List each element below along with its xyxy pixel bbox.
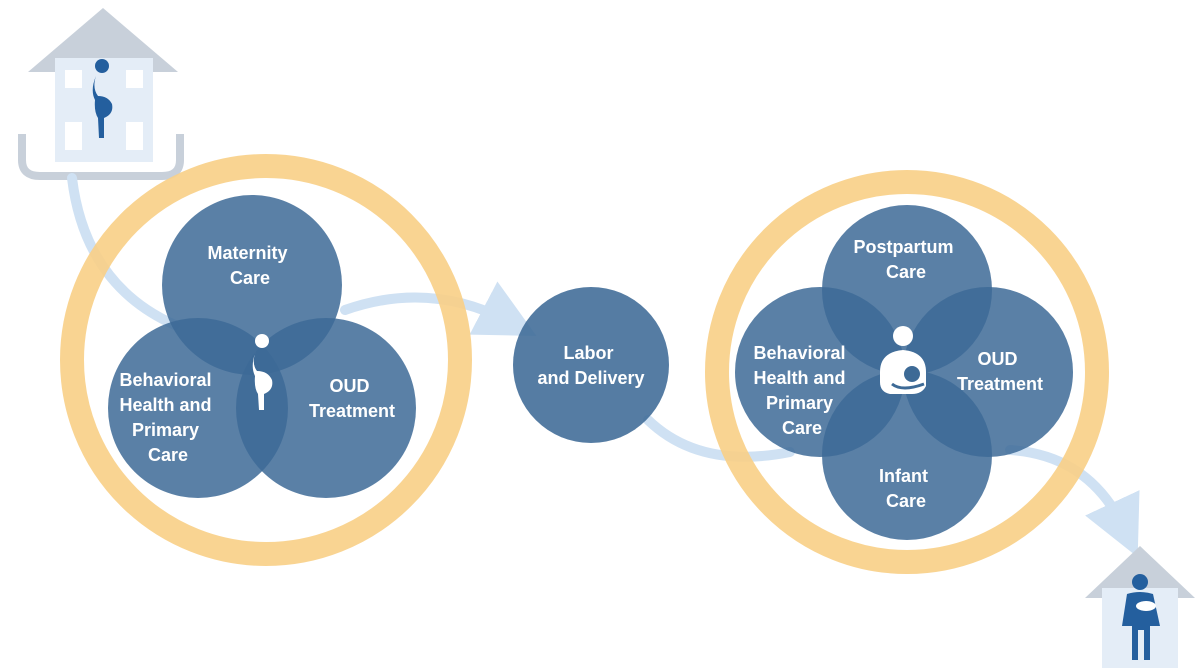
postpartum-care-label: Postpartum Care — [853, 237, 958, 282]
breastfeeding-icon — [880, 326, 926, 394]
arrow-prenatal-to-labor — [340, 281, 537, 336]
postpartum-care-cluster: Postpartum Care Behavioral Health and Pr… — [705, 170, 1109, 574]
infant-care-circle — [822, 370, 992, 540]
labor-delivery-circle — [513, 287, 669, 443]
behavioral-health-label-2: Behavioral Health and Primary Care — [753, 343, 850, 438]
oud-treatment-circle — [236, 318, 416, 498]
prenatal-care-cluster: Maternity Care Behavioral Health and Pri… — [60, 154, 472, 566]
end-house-icon — [1085, 546, 1195, 668]
prenatal-ring — [60, 154, 472, 566]
labor-delivery-node: Labor and Delivery — [513, 287, 669, 443]
mother-baby-icon — [1122, 574, 1160, 660]
postpartum-ring — [705, 170, 1109, 574]
start-house-icon — [18, 8, 184, 180]
behavioral-health-label: Behavioral Health and Primary Care — [119, 370, 216, 465]
infant-care-label: Infant Care — [879, 466, 933, 511]
oud-treatment-label: OUD Treatment — [309, 376, 395, 421]
arrow-labor-to-postpartum — [643, 415, 795, 462]
labor-delivery-label: Labor and Delivery — [537, 343, 644, 388]
maternity-care-label: Maternity Care — [207, 243, 292, 288]
oud-treatment-label-2: OUD Treatment — [957, 349, 1043, 394]
pregnant-woman-center-icon — [252, 334, 273, 410]
behavioral-health-circle — [108, 318, 288, 498]
pregnant-woman-icon — [92, 59, 113, 138]
